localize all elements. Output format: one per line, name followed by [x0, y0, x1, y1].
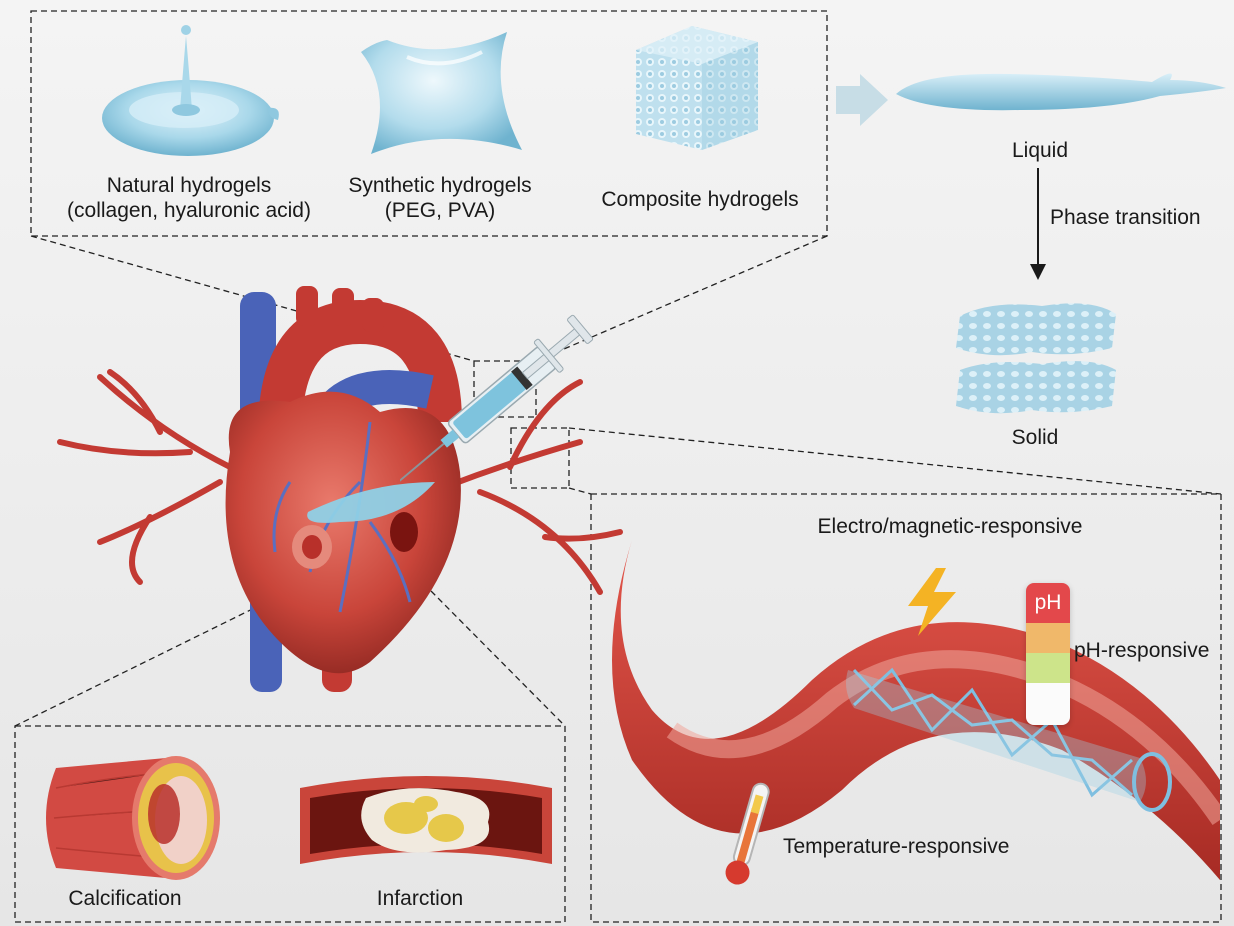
solid-hydrogel-illustration — [952, 296, 1122, 418]
calcification-label: Calcification — [40, 886, 210, 911]
electro-magnetic-responsive-label: Electro/magnetic-responsive — [800, 514, 1100, 539]
arrow-down-icon — [1028, 168, 1048, 282]
infarction-illustration — [296, 768, 556, 878]
arrow-right-icon — [834, 72, 890, 128]
thermometer-icon — [722, 778, 774, 894]
liquid-hydrogel-illustration — [890, 62, 1230, 132]
synthetic-hydrogel-label: Synthetic hydrogels (PEG, PVA) — [330, 173, 550, 223]
calcification-illustration — [36, 748, 226, 888]
phase-transition-label: Phase transition — [1050, 205, 1201, 230]
temperature-responsive-label: Temperature-responsive — [783, 834, 1009, 859]
composite-hydrogel-label: Composite hydrogels — [580, 187, 820, 212]
ph-responsive-label: pH-responsive — [1074, 638, 1209, 663]
syringe-illustration — [400, 284, 630, 484]
solid-label: Solid — [975, 425, 1095, 450]
composite-hydrogel-illustration — [632, 20, 762, 154]
natural-hydrogel-illustration — [96, 18, 286, 166]
liquid-label: Liquid — [980, 138, 1100, 163]
synthetic-hydrogel-illustration — [357, 22, 527, 162]
lightning-icon — [902, 566, 962, 638]
natural-hydrogel-label: Natural hydrogels (collagen, hyaluronic … — [44, 173, 334, 223]
infarction-label: Infarction — [340, 886, 500, 911]
ph-badge: pH — [1026, 583, 1070, 623]
ph-indicator-strip: pH — [1026, 583, 1070, 725]
